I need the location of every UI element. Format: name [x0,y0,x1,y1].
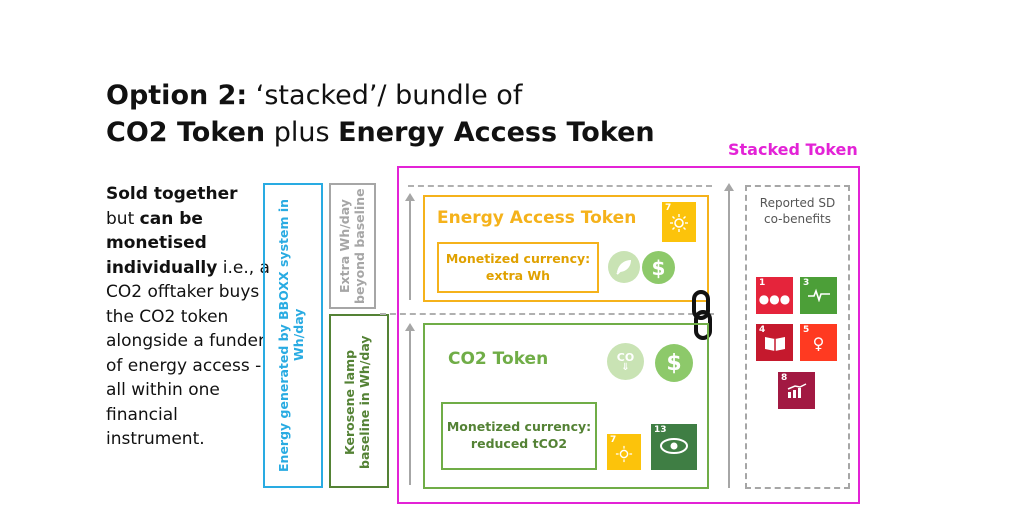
arrow-up-icon [724,183,734,191]
arrow-up-icon [405,323,415,331]
sdg-8-icon: 8 [778,372,815,409]
kerosene-baseline-label: Kerosene lamp baseline in Wh/day [342,335,372,469]
dashed-guide-top [408,185,712,187]
co2-token-box [423,323,709,489]
dashed-guide-middle [380,313,714,315]
arrow-shaft [409,200,411,300]
arrow-shaft [728,190,730,488]
energy-currency-text: Monetized currency:extra Wh [445,251,591,283]
sd-co-benefits-box [745,185,850,489]
plug-leaf-icon [608,251,640,283]
co2-currency-text: Monetized currency:reduced tCO2 [446,419,592,451]
kerosene-baseline-bar [329,314,389,488]
extra-wh-label: Extra Wh/day beyond baseline [337,188,367,304]
dollar-coin-icon: $ [642,251,675,284]
energy-currency-box [437,242,599,293]
co2-currency-box [441,402,597,470]
sdg-13-icon: 13 [651,424,697,470]
energy-access-token-box [423,195,709,302]
co2-token-title: CO2 Token [448,349,549,369]
sdg-5-icon: 5♀ [800,324,837,361]
title-line-1: Option 2: ‘stacked’/ bundle of [106,80,523,111]
sdg-3-icon: 3 [800,277,837,314]
co2-icon-label: CO [616,351,635,364]
sdg-7-icon: 7 [662,202,696,242]
title-line-2: CO2 Token plus Energy Access Token [106,117,655,148]
sdg-4-icon: 4 [756,324,793,361]
sdg-1-icon: 1●●● [756,277,793,314]
dollar-coin-icon: $ [655,344,693,382]
sdg-7-icon: 7 [607,434,641,470]
energy-access-token-title: Energy Access Token [437,208,637,228]
extra-wh-bar [329,183,376,309]
arrow-shaft [409,330,411,485]
arrow-up-icon [405,193,415,201]
energy-generated-label: Energy generated by BBOXX system in Wh/d… [276,198,306,472]
co2-cloud-icon: CO⇓ [607,343,644,380]
energy-generated-bar [263,183,323,488]
stacked-token-label: Stacked Token [728,140,858,159]
stacked-token-frame [397,166,860,504]
chain-link-icon [688,290,716,340]
